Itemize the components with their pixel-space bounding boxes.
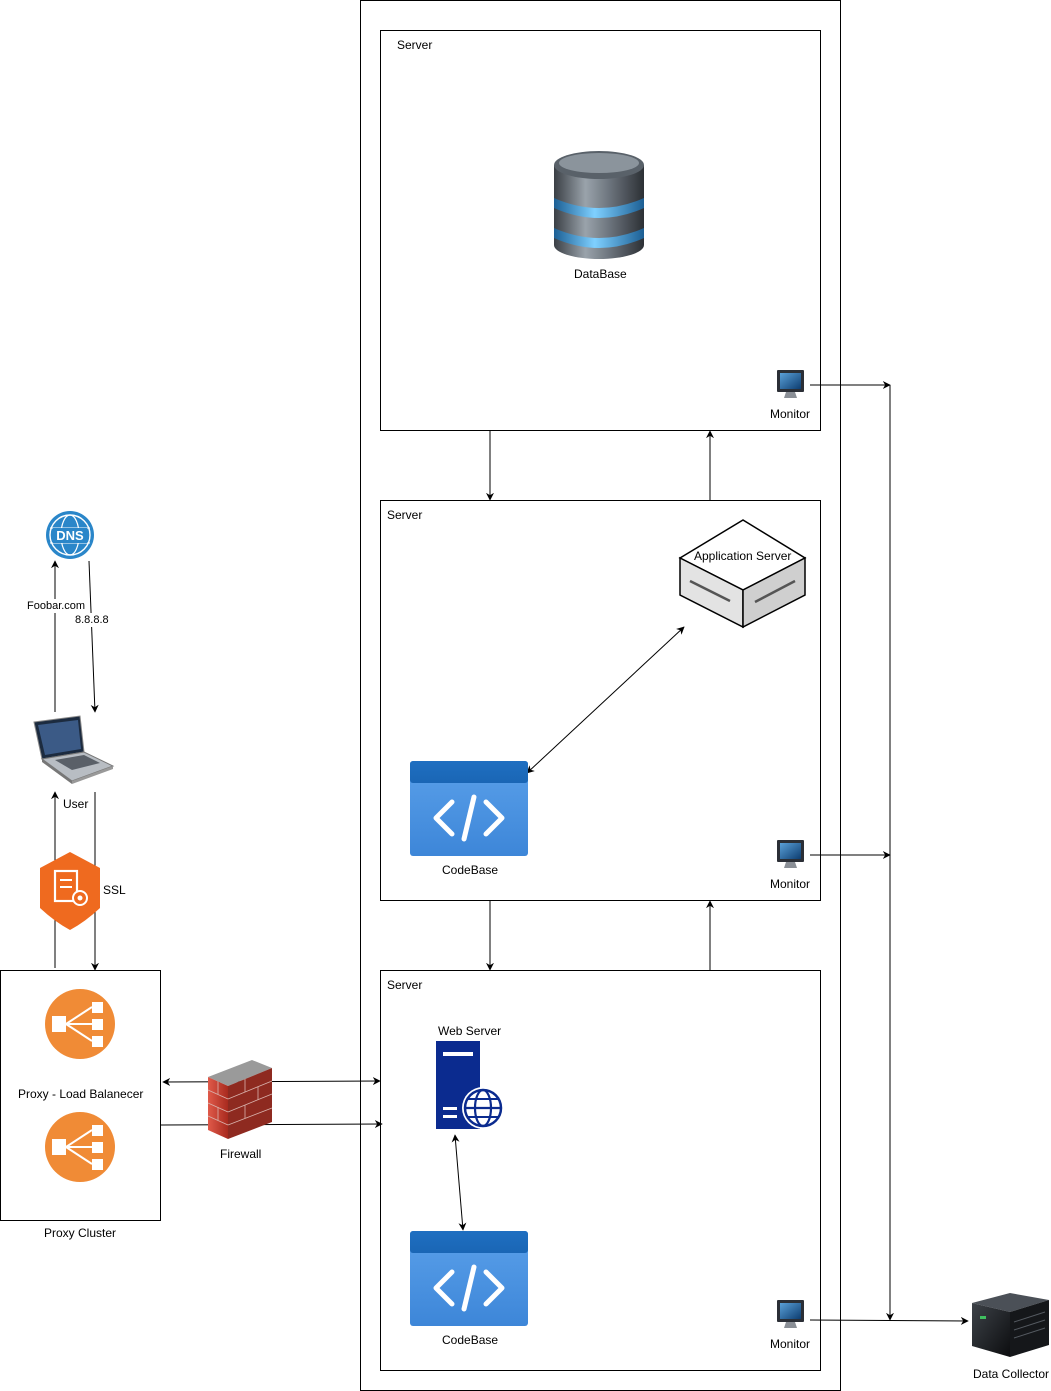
monitor-label: Monitor: [770, 407, 811, 421]
web-server-label: Web Server: [438, 1024, 502, 1038]
dns-response-arrow: [88, 560, 99, 713]
appserver-codebase-link: [526, 626, 685, 774]
web-server-icon: [436, 1041, 504, 1129]
monitor-icon: [777, 840, 804, 868]
server-box-top: [380, 30, 821, 431]
database-label: DataBase: [574, 267, 627, 281]
dns-query-label: Foobar.com: [27, 599, 86, 613]
firewall-icon: [207, 1060, 273, 1139]
proxy-cluster-label: Proxy Cluster: [44, 1226, 117, 1240]
webserver-codebase-link: [451, 1134, 467, 1231]
monitor-bottom-link: [809, 1316, 969, 1325]
codebase-label: CodeBase: [442, 1333, 499, 1347]
ssl-label: SSL: [103, 883, 126, 897]
monitor-icon: [777, 1300, 804, 1328]
user-label: User: [63, 797, 89, 811]
monitor-label: Monitor: [770, 877, 811, 891]
monitor-label: Monitor: [770, 1337, 811, 1351]
database-icon: [554, 151, 644, 259]
codebase-icon: [410, 761, 528, 856]
server-box-bottom: [380, 970, 821, 1371]
laptop-icon: [33, 715, 115, 784]
load-balancer-icon: [45, 1112, 115, 1182]
ssl-certificate-icon: [40, 852, 100, 930]
codebase-icon: [410, 1231, 528, 1326]
application-server-icon: [678, 519, 807, 629]
firewall-label: Firewall: [220, 1147, 262, 1161]
proxy-cluster-box: [0, 970, 161, 1221]
server-box-middle: [380, 500, 821, 901]
application-server-label: Application Server: [694, 549, 792, 563]
load-balancer-label: Proxy - Load Balanecer: [18, 1087, 144, 1101]
codebase-label: CodeBase: [442, 863, 499, 877]
server-title-top: Server: [397, 38, 433, 52]
load-balancer-icon: [45, 989, 115, 1059]
dns-icon: DNS: [46, 511, 94, 559]
server-title-middle: Server: [387, 508, 423, 522]
server-title-bottom: Server: [387, 978, 423, 992]
data-collector-icon: [972, 1293, 1049, 1357]
monitor-icon: [777, 370, 804, 398]
proxy-to-webserver-arrow: [160, 1120, 383, 1129]
data-collector-label: Data Collector: [973, 1367, 1050, 1381]
dns-response-label: 8.8.8.8: [75, 613, 109, 627]
dns-icon-text: DNS: [56, 528, 84, 543]
